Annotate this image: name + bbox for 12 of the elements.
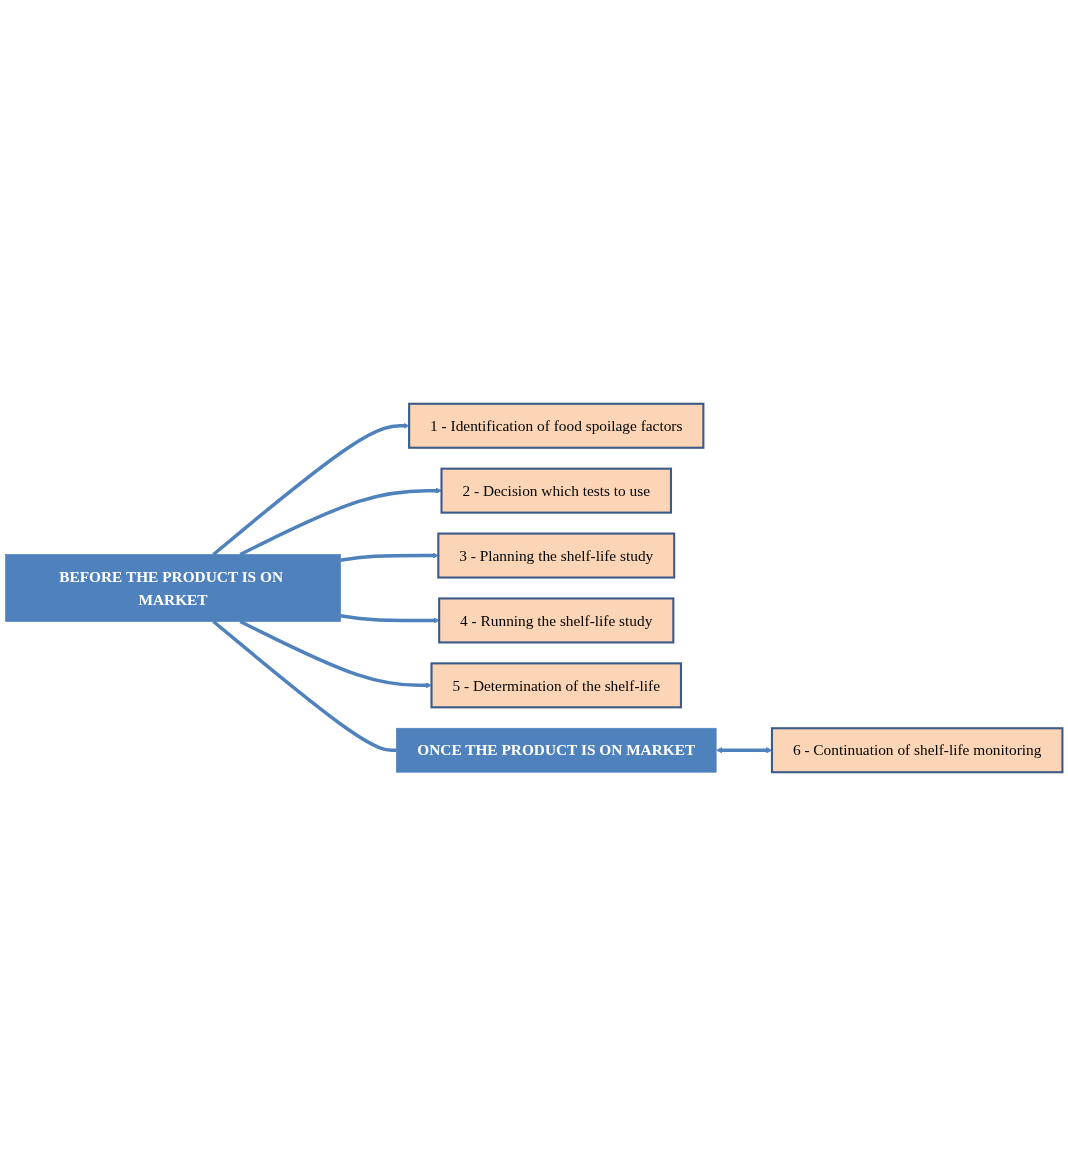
node-box: 6 - Continuation of shelf-life monitoring	[770, 727, 1064, 774]
node-box: 3 - Planning the shelf-life study	[437, 532, 676, 579]
arrow	[340, 614, 440, 624]
node-box: 4 - Running the shelf-life study	[438, 597, 675, 644]
arrow	[212, 422, 410, 556]
connector	[212, 620, 397, 752]
node-box: ONCE THE PRODUCT IS ON MARKET	[396, 727, 717, 773]
node-box: 1 - Identification of food spoilage factors	[408, 402, 705, 449]
node-box: 5 - Determination of the shelf-life	[430, 662, 683, 709]
arrow	[340, 552, 439, 562]
node-box: 2 - Decision which tests to use	[440, 467, 673, 514]
node-box: BEFORE THE PRODUCT IS ON MARKET	[5, 554, 341, 622]
